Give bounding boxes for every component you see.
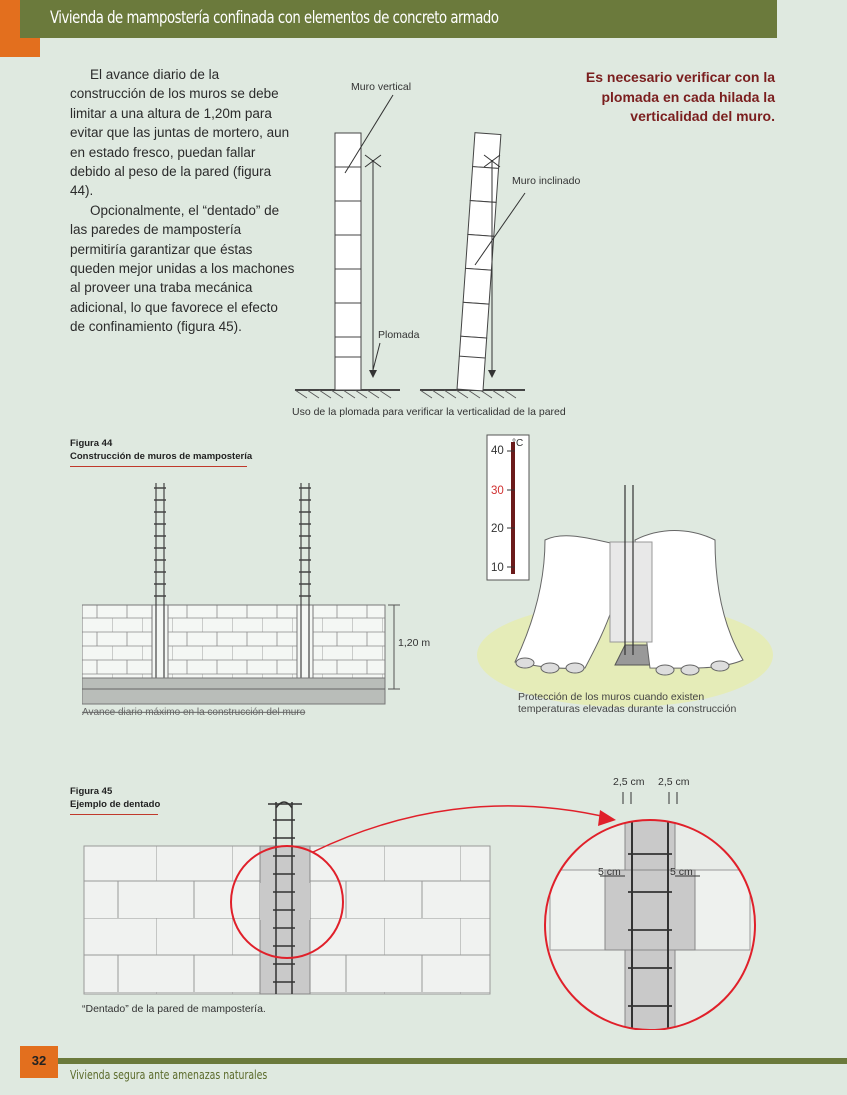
dim-top-left: 2,5 cm	[613, 776, 645, 788]
inclined-wall	[456, 132, 502, 392]
footer-bar	[58, 1058, 847, 1064]
dim-right: 5 cm	[670, 866, 693, 878]
label-inclined-wall: Muro inclinado	[512, 175, 580, 187]
header-bar	[20, 0, 777, 38]
tick-10: 10	[491, 562, 504, 574]
figure44-label: Figura 44 Construcción de muros de mampo…	[70, 437, 252, 467]
tick-30: 30	[491, 485, 504, 497]
label-vertical-wall: Muro vertical	[351, 81, 411, 93]
page-number: 32	[20, 1046, 58, 1078]
vertical-wall	[334, 132, 362, 391]
unit-label: °C	[512, 438, 523, 449]
figure44-caption: Avance diario máximo en la construcción …	[82, 707, 306, 718]
dim-top-right: 2,5 cm	[658, 776, 690, 788]
figure45-label: Figura 45 Ejemplo de dentado	[70, 785, 160, 815]
label-plumb: Plomada	[378, 329, 420, 341]
thermo-caption-line2: temperaturas elevadas durante la constru…	[518, 703, 736, 715]
callout-text: Es necesario verificar con la plomada en…	[585, 69, 775, 124]
figure44-wall-drawing: 1,20 m Avance diario máximo en la constr…	[82, 483, 430, 718]
covered-wall	[514, 530, 744, 676]
figure45-drawing: 2,5 cm 2,5 cm 5 cm 5 cm “Dentado” de la …	[82, 776, 756, 1030]
height-label: 1,20 m	[398, 637, 430, 649]
body-text: El avance diario de la construcción de l…	[70, 65, 295, 337]
thermo-figure: °C 40 30 20 10 Protección de los muros c…	[477, 434, 773, 715]
figure44-number: Figura 44	[70, 438, 113, 449]
paragraph-2: Opcionalmente, el “dentado” de las pared…	[70, 202, 295, 335]
paragraph-1: El avance diario de la construcción de l…	[70, 67, 290, 199]
plumb-figure-caption: Uso de la plomada para verificar la vert…	[292, 406, 566, 418]
thermo-caption-line1: Protección de los muros cuando existen	[518, 691, 704, 703]
figure44-title: Construcción de muros de mampostería	[70, 451, 253, 462]
tick-40: 40	[491, 445, 504, 457]
figure45-caption: “Dentado” de la pared de mampostería.	[82, 1003, 266, 1015]
figure45-number: Figura 45	[70, 786, 113, 797]
footer-title: Vivienda segura ante amenazas naturales	[70, 1068, 268, 1082]
tick-20: 20	[491, 523, 504, 535]
figure45-title: Ejemplo de dentado	[70, 799, 161, 810]
page-header-title: Vivienda de mampostería confinada con el…	[50, 8, 499, 28]
dim-left: 5 cm	[598, 866, 621, 878]
plumb-figure: Muro vertical Muro inclinado Plomada Uso…	[292, 81, 580, 418]
